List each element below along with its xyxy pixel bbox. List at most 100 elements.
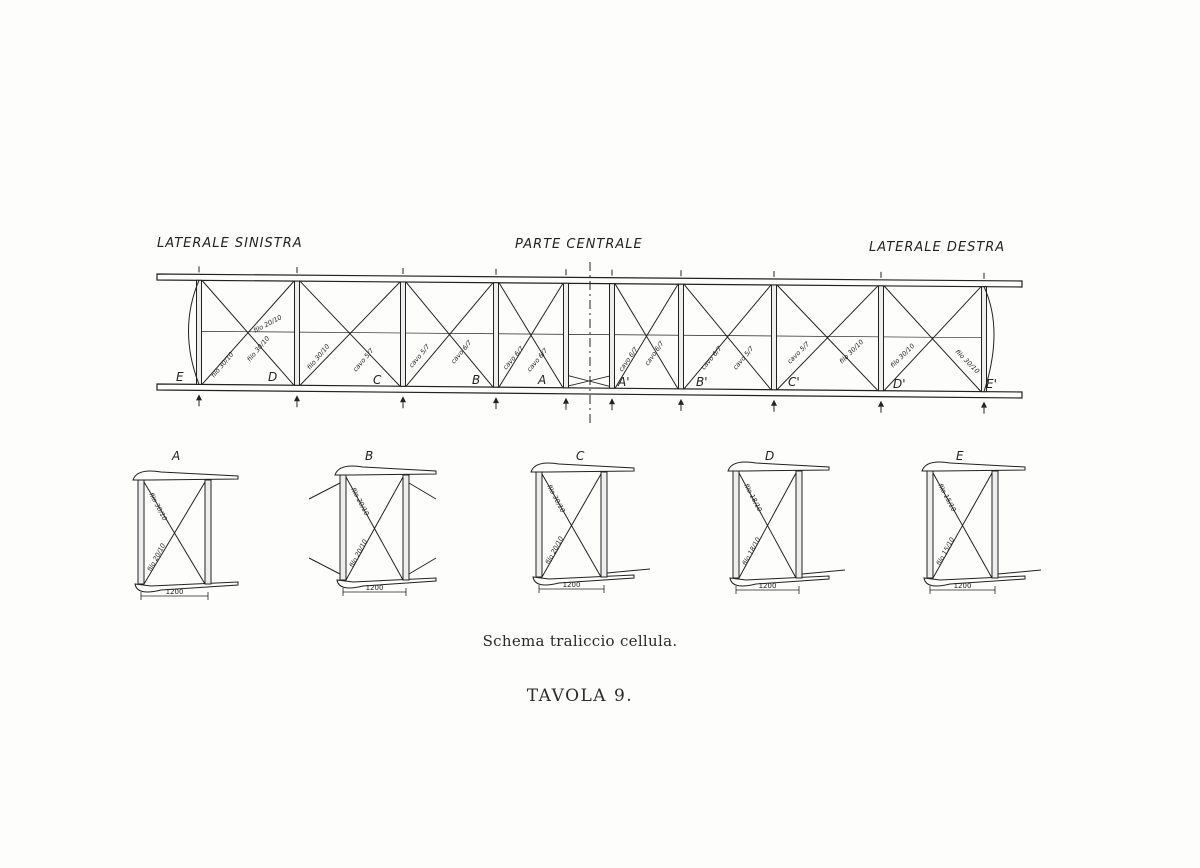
- detail-strut: [926, 470, 934, 579]
- support-arrow: [196, 394, 202, 401]
- wire-label: filo 20/10: [146, 542, 168, 573]
- dimension-label: 1200: [759, 582, 777, 590]
- dimension-label: 1200: [166, 588, 184, 596]
- upper-wing: [530, 462, 635, 473]
- upper-wing: [132, 470, 239, 481]
- detail-strut: [402, 474, 410, 581]
- member-label: cavo 5/7: [407, 342, 432, 369]
- bay-label: C: [373, 373, 382, 387]
- bay-label: C': [788, 375, 800, 389]
- member-label: filo 30/10: [245, 335, 271, 364]
- detail-strut: [204, 479, 212, 585]
- support-arrow: [678, 398, 684, 405]
- cabane-brace: [568, 375, 610, 387]
- outer-wire: [801, 569, 846, 575]
- heading-left: LATERALE SINISTRA: [157, 236, 303, 251]
- strut-post: [981, 286, 987, 393]
- detail-strut: [600, 471, 608, 578]
- wire-label: filo 15/10: [935, 536, 957, 567]
- figure-caption: Schema traliccio cellula.: [482, 632, 678, 650]
- detail-wire: [738, 472, 797, 579]
- bay-diagonal: [201, 280, 295, 385]
- outer-wire: [308, 557, 341, 575]
- detail-label: D: [765, 449, 774, 463]
- heading-right: LATERALE DESTRA: [869, 240, 1005, 255]
- bay-label: A: [537, 373, 546, 387]
- top-spar: [156, 273, 1023, 288]
- detail-wire: [932, 472, 993, 579]
- bay-label: B': [696, 375, 708, 389]
- bay-label: E': [986, 377, 997, 391]
- detail-label: B: [365, 449, 373, 463]
- outer-wire: [308, 482, 341, 500]
- bay-diagonal: [883, 286, 982, 392]
- support-arrow: [878, 400, 884, 407]
- wire-label: filo 18/10: [742, 482, 764, 513]
- lower-wing: [134, 581, 239, 593]
- detail-wire: [143, 481, 206, 585]
- bay-diagonal: [498, 283, 564, 388]
- wire-label: filo 30/10: [147, 491, 169, 522]
- bay-diagonal: [405, 282, 494, 387]
- upper-wing: [921, 461, 1026, 472]
- lower-wing: [532, 574, 635, 586]
- detail-label: A: [171, 449, 180, 463]
- wire-label: filo 15/10: [936, 482, 958, 513]
- member-label: cavo 6/7: [501, 344, 526, 371]
- support-arrow: [981, 401, 987, 408]
- bay-label: E: [176, 370, 184, 384]
- support-arrow: [294, 395, 300, 402]
- strut-post: [678, 283, 684, 390]
- support-arrow: [771, 399, 777, 406]
- detail-wire: [541, 473, 602, 578]
- detail-label: C: [576, 449, 585, 463]
- strut-post: [771, 284, 777, 391]
- right-end-curve: [983, 286, 995, 392]
- wire-label: filo 20/10: [349, 486, 371, 517]
- bay-label: D': [893, 377, 906, 391]
- bottom-spar: [156, 383, 1023, 399]
- member-label: cavo 6/7: [449, 338, 474, 365]
- upper-wing: [727, 461, 830, 472]
- detail-strut: [137, 479, 145, 585]
- outer-wire: [606, 568, 651, 574]
- member-label: cavo 5/7: [786, 339, 812, 365]
- dimension-label: 1200: [954, 582, 972, 590]
- wire-label: filo 18/10: [741, 536, 763, 567]
- dimension-label: 1200: [563, 581, 581, 589]
- mid-line: [198, 330, 985, 339]
- dimension-label: 1200: [366, 584, 384, 592]
- strut-post: [400, 281, 406, 387]
- detail-label: E: [956, 449, 964, 463]
- member-label: filo 30/10: [209, 351, 235, 380]
- bay-diagonal: [299, 281, 401, 386]
- bay-diagonal: [683, 284, 772, 390]
- member-label: filo 20/10: [252, 313, 283, 335]
- member-label: cavo 6/7: [699, 344, 724, 371]
- left-end-curve: [188, 280, 200, 385]
- strut-post: [563, 282, 569, 389]
- detail-wire: [345, 476, 404, 581]
- detail-strut: [535, 471, 543, 578]
- lower-wing: [923, 575, 1026, 587]
- detail-strut: [339, 474, 347, 581]
- strut-post: [294, 280, 300, 386]
- strut-post: [493, 282, 499, 388]
- main-truss: [156, 262, 1023, 425]
- strut-post: [878, 285, 884, 392]
- detail-strut: [991, 470, 999, 579]
- outer-wire: [997, 569, 1042, 575]
- member-label: filo 30/10: [889, 342, 916, 369]
- support-arrow: [563, 397, 569, 404]
- outer-wire: [408, 557, 437, 575]
- member-label: cavo 6/7: [617, 345, 640, 373]
- strut-post: [609, 283, 615, 389]
- support-arrow: [493, 397, 499, 404]
- bay-diagonal: [614, 283, 679, 389]
- heading-center: PARTE CENTRALE: [515, 237, 643, 252]
- support-arrow: [400, 396, 406, 403]
